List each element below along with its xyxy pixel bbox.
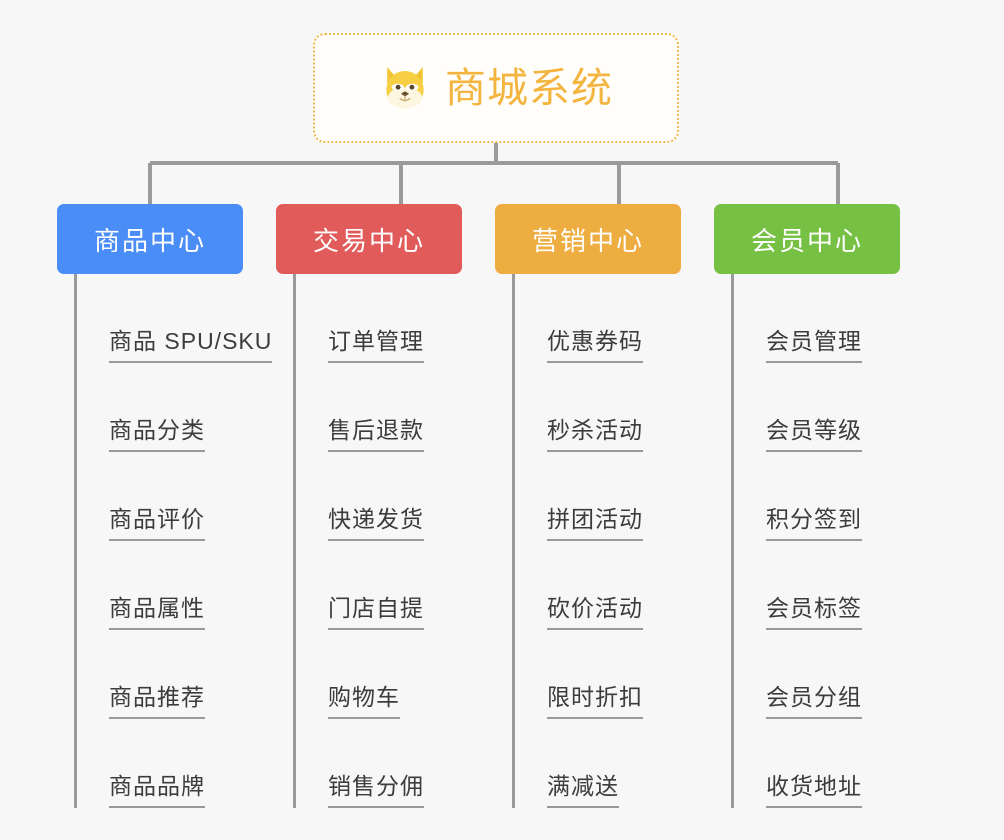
leaf-label: 订单管理 <box>328 322 424 363</box>
category-box-2[interactable]: 营销中心 <box>495 204 681 274</box>
leaf-label: 会员等级 <box>766 411 862 452</box>
leaf-item[interactable]: 会员管理 <box>750 274 908 363</box>
leaf-label: 满减送 <box>547 767 619 808</box>
category-box-0[interactable]: 商品中心 <box>57 204 243 274</box>
leaf-label: 商品评价 <box>109 500 205 541</box>
leaf-label: 商品品牌 <box>109 767 205 808</box>
leaf-item[interactable]: 秒杀活动 <box>531 363 689 452</box>
leaf-item[interactable]: 销售分佣 <box>312 719 470 808</box>
leaf-item[interactable]: 限时折扣 <box>531 630 689 719</box>
category-column-交易中心: 交易中心 订单管理 售后退款 快递发货 门店自提 购物车 销售分佣 <box>251 204 470 808</box>
leaf-item[interactable]: 商品 SPU/SKU <box>93 274 273 363</box>
leaf-item[interactable]: 商品分类 <box>93 363 251 452</box>
leaf-item[interactable]: 门店自提 <box>312 541 470 630</box>
leaf-label: 限时折扣 <box>547 678 643 719</box>
leaf-item[interactable]: 商品属性 <box>93 541 251 630</box>
leaf-list-1: 订单管理 售后退款 快递发货 门店自提 购物车 销售分佣 <box>293 274 470 808</box>
category-label-1: 交易中心 <box>312 225 425 256</box>
root-node[interactable]: 商城系统 <box>313 33 679 143</box>
leaf-item[interactable]: 商品推荐 <box>93 630 251 719</box>
leaf-label: 砍价活动 <box>547 589 643 630</box>
leaf-label: 会员分组 <box>766 678 862 719</box>
leaf-label: 商品分类 <box>109 411 205 452</box>
leaf-item[interactable]: 满减送 <box>531 719 689 808</box>
leaf-label: 商品推荐 <box>109 678 205 719</box>
leaf-label: 销售分佣 <box>328 767 424 808</box>
category-label-0: 商品中心 <box>93 225 206 256</box>
category-columns: 商品中心 商品 SPU/SKU 商品分类 商品评价 商品属性 商品推荐 商品品牌… <box>0 204 1004 808</box>
shiba-dog-icon <box>386 66 424 110</box>
leaf-label: 秒杀活动 <box>547 411 643 452</box>
leaf-item[interactable]: 商品品牌 <box>93 719 251 808</box>
leaf-label: 优惠券码 <box>547 322 643 363</box>
leaf-label: 积分签到 <box>766 500 862 541</box>
leaf-label: 会员标签 <box>766 589 862 630</box>
leaf-label: 拼团活动 <box>547 500 643 541</box>
leaf-list-2: 优惠券码 秒杀活动 拼团活动 砍价活动 限时折扣 满减送 <box>512 274 689 808</box>
leaf-item[interactable]: 积分签到 <box>750 452 908 541</box>
leaf-item[interactable]: 快递发货 <box>312 452 470 541</box>
leaf-label: 门店自提 <box>328 589 424 630</box>
leaf-label: 购物车 <box>328 678 400 719</box>
category-column-商品中心: 商品中心 商品 SPU/SKU 商品分类 商品评价 商品属性 商品推荐 商品品牌 <box>0 204 273 808</box>
leaf-list-3: 会员管理 会员等级 积分签到 会员标签 会员分组 收货地址 <box>731 274 908 808</box>
leaf-item[interactable]: 砍价活动 <box>531 541 689 630</box>
leaf-label: 商品属性 <box>109 589 205 630</box>
category-column-营销中心: 营销中心 优惠券码 秒杀活动 拼团活动 砍价活动 限时折扣 满减送 <box>470 204 689 808</box>
category-label-2: 营销中心 <box>531 225 644 256</box>
leaf-item[interactable]: 售后退款 <box>312 363 470 452</box>
leaf-label: 会员管理 <box>766 322 862 363</box>
root-title: 商城系统 <box>445 64 613 111</box>
category-box-3[interactable]: 会员中心 <box>714 204 900 274</box>
leaf-item[interactable]: 拼团活动 <box>531 452 689 541</box>
leaf-label: 收货地址 <box>766 767 862 808</box>
leaf-label: 商品 SPU/SKU <box>109 322 273 363</box>
category-column-会员中心: 会员中心 会员管理 会员等级 积分签到 会员标签 会员分组 收货地址 <box>689 204 908 808</box>
leaf-item[interactable]: 会员分组 <box>750 630 908 719</box>
leaf-list-0: 商品 SPU/SKU 商品分类 商品评价 商品属性 商品推荐 商品品牌 <box>74 274 273 808</box>
leaf-item[interactable]: 优惠券码 <box>531 274 689 363</box>
leaf-item[interactable]: 购物车 <box>312 630 470 719</box>
category-box-1[interactable]: 交易中心 <box>276 204 462 274</box>
leaf-item[interactable]: 商品评价 <box>93 452 251 541</box>
category-label-3: 会员中心 <box>750 225 863 256</box>
leaf-item[interactable]: 收货地址 <box>750 719 908 808</box>
leaf-item[interactable]: 订单管理 <box>312 274 470 363</box>
leaf-label: 快递发货 <box>328 500 424 541</box>
leaf-item[interactable]: 会员标签 <box>750 541 908 630</box>
leaf-label: 售后退款 <box>328 411 424 452</box>
leaf-item[interactable]: 会员等级 <box>750 363 908 452</box>
